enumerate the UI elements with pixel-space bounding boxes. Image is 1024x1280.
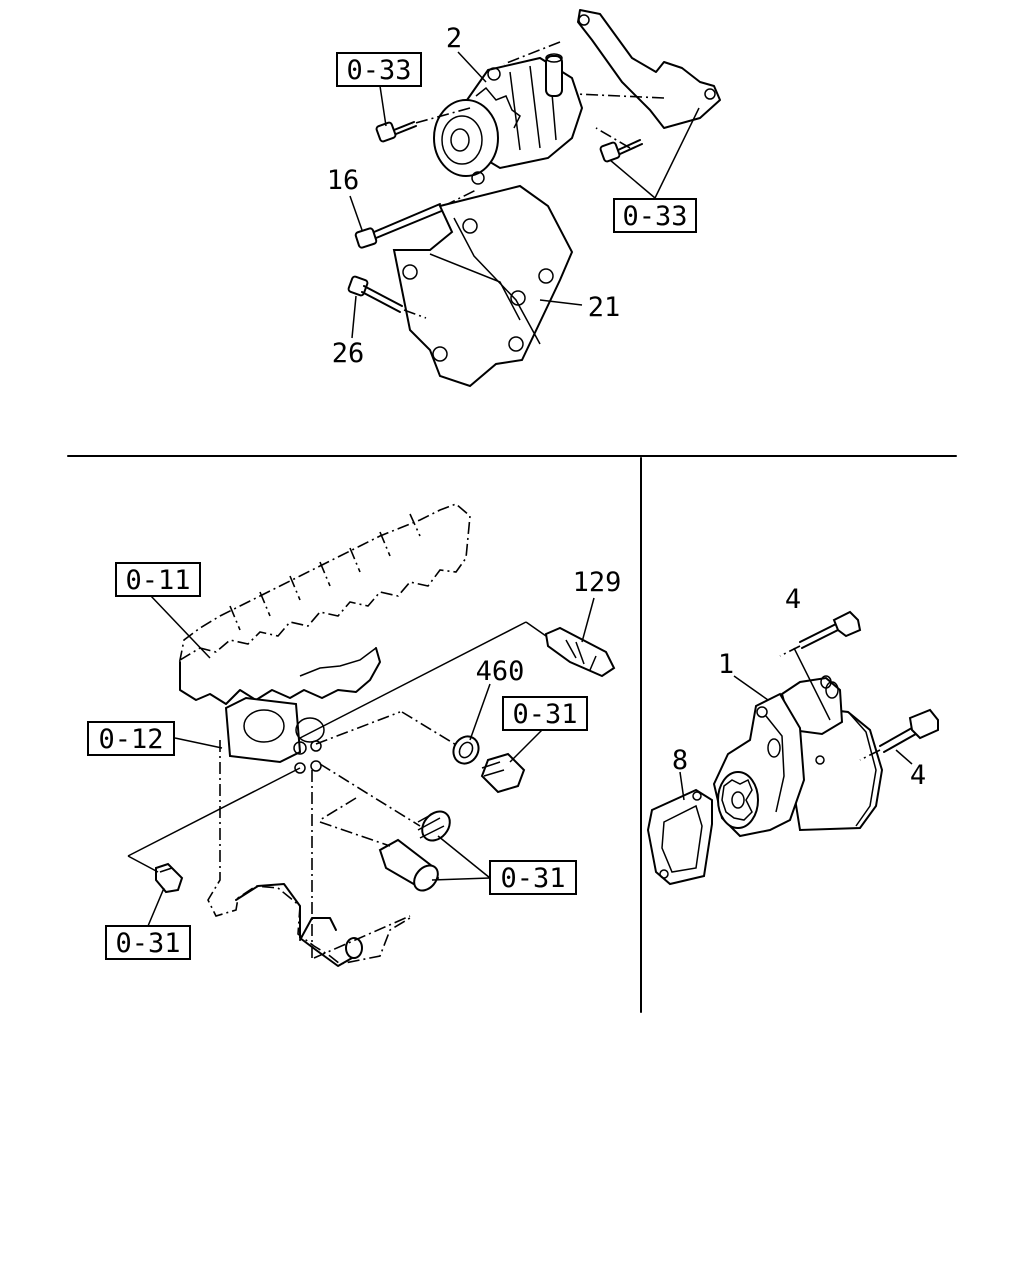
- reference-label-0-33-right: 0-33: [622, 201, 687, 232]
- block-side-wall: [179, 647, 381, 705]
- alternator-lower-bracket: [392, 184, 574, 388]
- starter-motor: [712, 675, 884, 838]
- alignment-line: [503, 41, 561, 65]
- block-side-boss: [224, 696, 302, 764]
- temperature-sensor-129-icon: [544, 626, 616, 678]
- bolt-icon: [599, 139, 643, 163]
- callout-part-2: 2: [446, 23, 462, 54]
- bolt-26-icon: [347, 275, 427, 319]
- starter-pinion-gear: [717, 771, 759, 829]
- alignment-line: [401, 711, 459, 747]
- starter-bolt-4-icon: [779, 610, 862, 657]
- reference-label-0-31-plug: 0-31: [512, 699, 577, 730]
- callout-part-129: 129: [573, 567, 622, 598]
- bolt-icon: [375, 121, 417, 143]
- alignment-line: [411, 107, 471, 125]
- callout-part-460: 460: [476, 656, 525, 687]
- reference-box-0-33-right: [613, 198, 697, 233]
- block-top-deck: [178, 503, 471, 662]
- reference-box-0-33-upper: [336, 52, 422, 87]
- fitting-icon: [155, 862, 184, 894]
- alternator-assembly: [433, 9, 721, 185]
- reference-label-0-11: 0-11: [125, 565, 190, 596]
- alignment-line: [595, 127, 631, 149]
- callout-part-4-right: 4: [910, 760, 926, 791]
- callout-part-16: 16: [327, 165, 360, 196]
- block-lower-wall: [207, 740, 411, 965]
- cup-plug-icon: [417, 810, 451, 842]
- alternator-pulley: [433, 99, 499, 177]
- reference-label-0-33-upper: 0-33: [346, 55, 411, 86]
- callout-part-26: 26: [332, 338, 365, 369]
- callout-part-4-top: 4: [785, 584, 801, 615]
- alternator-terminal: [545, 55, 563, 97]
- long-bolt-16-icon: [354, 189, 477, 249]
- reference-box-0-31-bottom: [105, 925, 191, 960]
- starter-gasket-8: [646, 788, 713, 886]
- reference-label-0-12: 0-12: [98, 724, 163, 755]
- plug-icon: [480, 752, 526, 794]
- alignment-line: [575, 93, 665, 99]
- alternator-upper-bracket: [577, 9, 721, 129]
- callout-part-21: 21: [588, 292, 621, 323]
- starter-bolt-4-icon: [859, 708, 939, 761]
- callout-part-1: 1: [718, 649, 734, 680]
- o-ring-460-icon: [452, 735, 480, 765]
- reference-box-0-12: [87, 721, 175, 756]
- reference-label-0-31-bottom: 0-31: [115, 928, 180, 959]
- reference-box-0-31-right: [489, 860, 577, 895]
- cylinder-block: [178, 503, 471, 967]
- callout-part-8: 8: [672, 745, 688, 776]
- reference-box-0-31-plug: [502, 696, 588, 731]
- sleeve-icon: [378, 838, 440, 892]
- reference-label-0-31-right: 0-31: [500, 863, 565, 894]
- reference-box-0-11: [115, 562, 201, 597]
